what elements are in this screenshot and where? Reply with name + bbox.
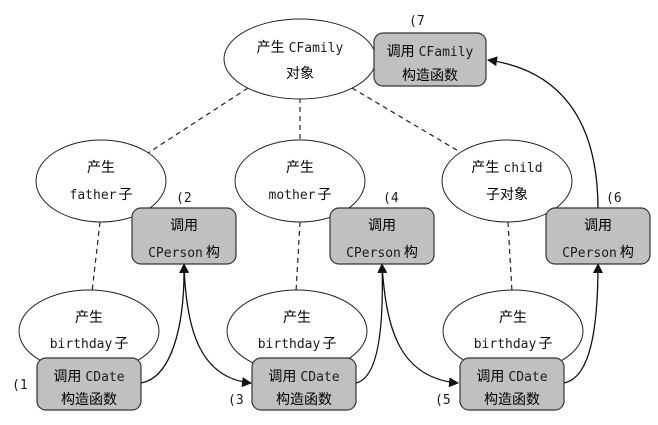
root-ellipse xyxy=(223,18,377,100)
father-ellipse xyxy=(35,139,167,223)
step-label-2: (2 xyxy=(176,191,192,206)
arrow-1-to-2 xyxy=(140,263,190,384)
connector-mother-birthday xyxy=(295,221,301,293)
birthday1-label-line1: 产生 xyxy=(75,310,103,326)
birthday2-label-line1: 产生 xyxy=(283,310,311,326)
mother-ellipse xyxy=(234,139,366,223)
arrow-3-to-4 xyxy=(355,263,388,384)
father-label-line1: 产生 xyxy=(87,160,115,176)
cperson-box-2-rect xyxy=(131,207,237,265)
step-label-1: (1 xyxy=(12,378,28,393)
cperson-box-4-line1: 调用 xyxy=(368,218,396,234)
cdate-box-1-rect xyxy=(36,357,142,411)
call-arrows xyxy=(140,56,603,388)
mother-label-line1: 产生 xyxy=(286,160,314,176)
step-label-5: (5 xyxy=(435,393,451,408)
connector-father-birthday xyxy=(91,221,101,293)
connector-root-father xyxy=(147,87,249,154)
child-ellipse xyxy=(441,139,573,223)
arrow-2-to-3 xyxy=(183,263,252,388)
child-label-line2: 子对象 xyxy=(486,187,528,203)
cperson-box-4-rect xyxy=(329,207,435,265)
cdate-box-5-rect xyxy=(459,357,565,411)
cdate-box-3-line2: 构造函数 xyxy=(276,392,332,408)
cdate-box-3-rect xyxy=(251,357,357,411)
cperson-box-6-line1: 调用 xyxy=(584,218,612,234)
cdate-box-1-line2: 构造函数 xyxy=(61,392,117,408)
cfamily-box-7-rect xyxy=(373,32,487,87)
arrow-4-to-5 xyxy=(381,263,459,388)
step-label-6: (6 xyxy=(606,191,622,206)
cfamily-box-7-line2: 构造函数 xyxy=(402,68,458,84)
connector-child-birthday xyxy=(507,221,513,293)
cdate-box-5-line2: 构造函数 xyxy=(484,392,540,408)
arrow-6-to-7 xyxy=(487,56,599,210)
step-label-7: (7 xyxy=(409,14,425,29)
step-label-4: (4 xyxy=(383,191,399,206)
cperson-box-6-rect xyxy=(545,207,651,265)
step-label-3: (3 xyxy=(228,393,244,408)
tree-connectors xyxy=(91,87,513,293)
birthday3-label-line1: 产生 xyxy=(499,310,527,326)
connector-root-child xyxy=(351,87,461,153)
arrow-5-to-6 xyxy=(563,263,603,384)
root-label-line2: 对象 xyxy=(286,66,314,82)
cperson-box-2-line1: 调用 xyxy=(170,218,198,234)
